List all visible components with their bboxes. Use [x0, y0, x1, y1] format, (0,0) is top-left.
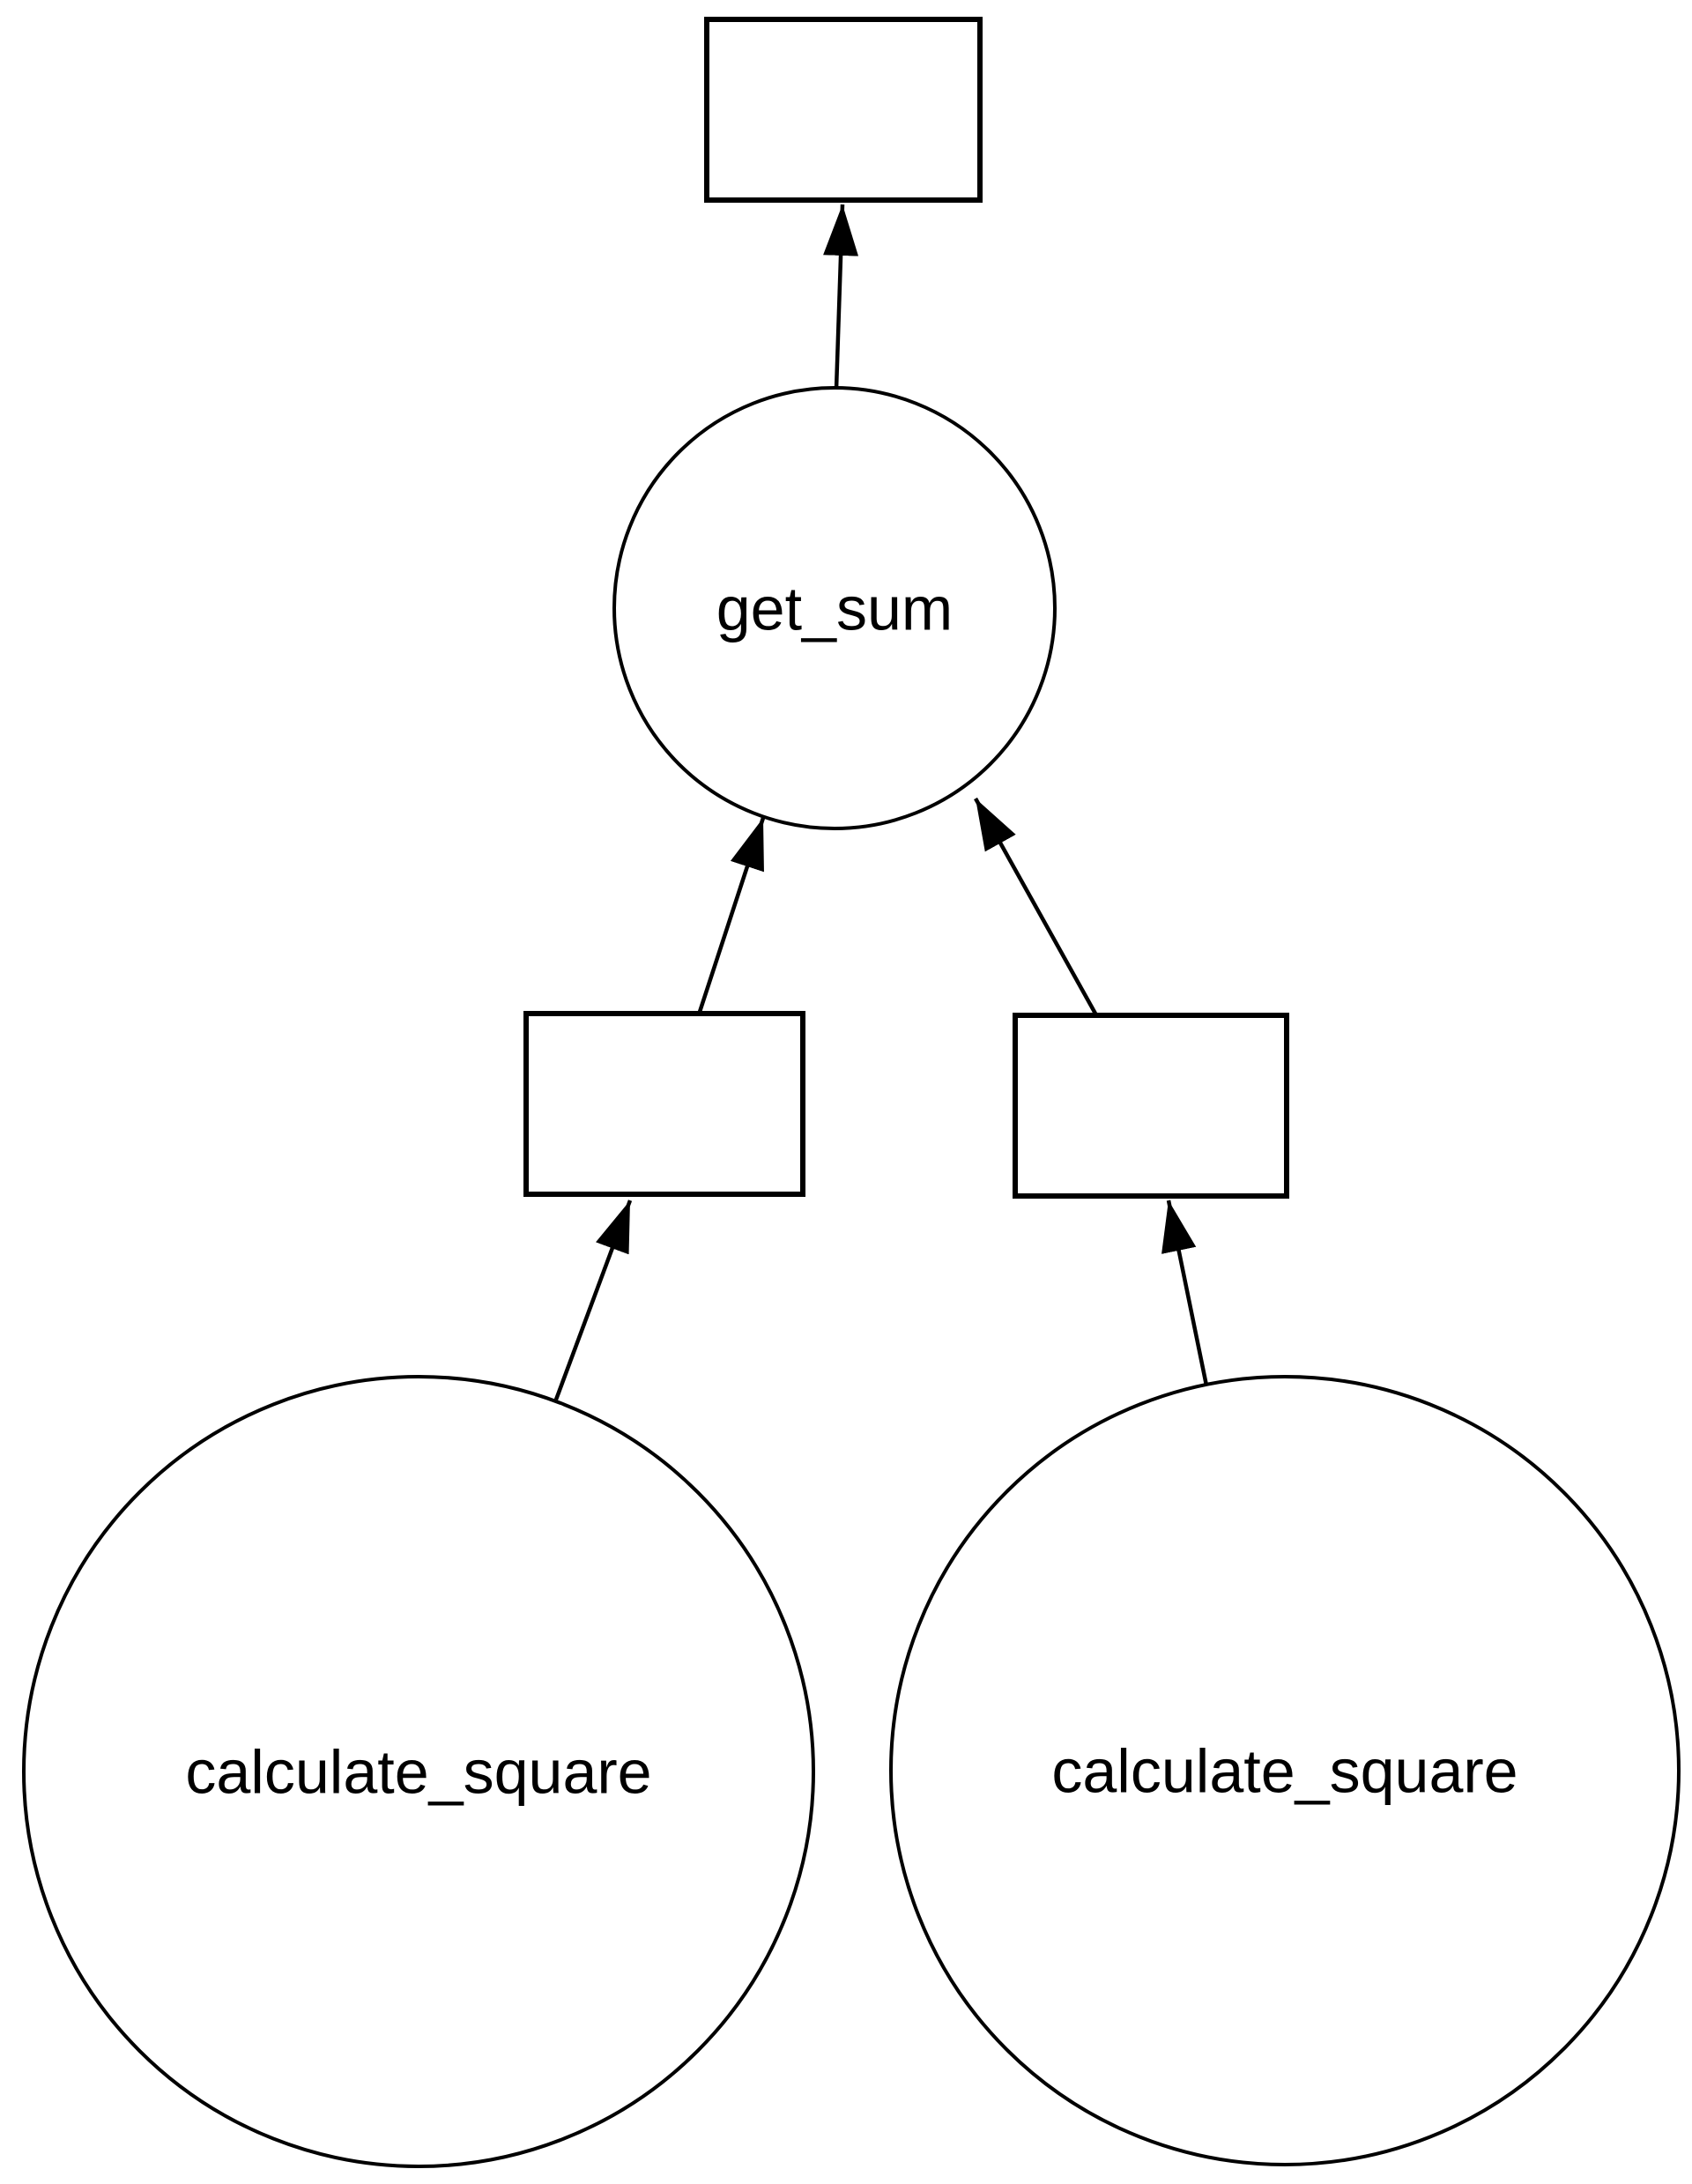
operand-box-right [1013, 1013, 1289, 1199]
edge-getsum-to-output [823, 204, 859, 390]
operand-box-left [523, 1011, 805, 1197]
calculate-square-circle-right [889, 1375, 1681, 2166]
calculate-square-node-right: calculate_square [889, 1375, 1681, 2166]
edge-calcsquare-left-to-operand-left [553, 1200, 633, 1400]
edge-operand-right-to-getsum [974, 797, 1097, 1015]
get-sum-node: get_sum [612, 386, 1057, 830]
calculate-square-label-right: calculate_square [1051, 1737, 1518, 1806]
output-value-box [704, 17, 983, 203]
calculate-square-node-left: calculate_square [22, 1375, 815, 2168]
calculate-square-circle-left [22, 1375, 815, 2168]
calculate-square-label-left: calculate_square [185, 1738, 651, 1807]
get-sum-circle [612, 386, 1057, 830]
edge-operand-left-to-getsum [697, 817, 766, 1013]
get-sum-label: get_sum [716, 575, 953, 643]
edge-group [553, 204, 1209, 1400]
edge-calcsquare-right-to-operand-right [1161, 1200, 1209, 1386]
